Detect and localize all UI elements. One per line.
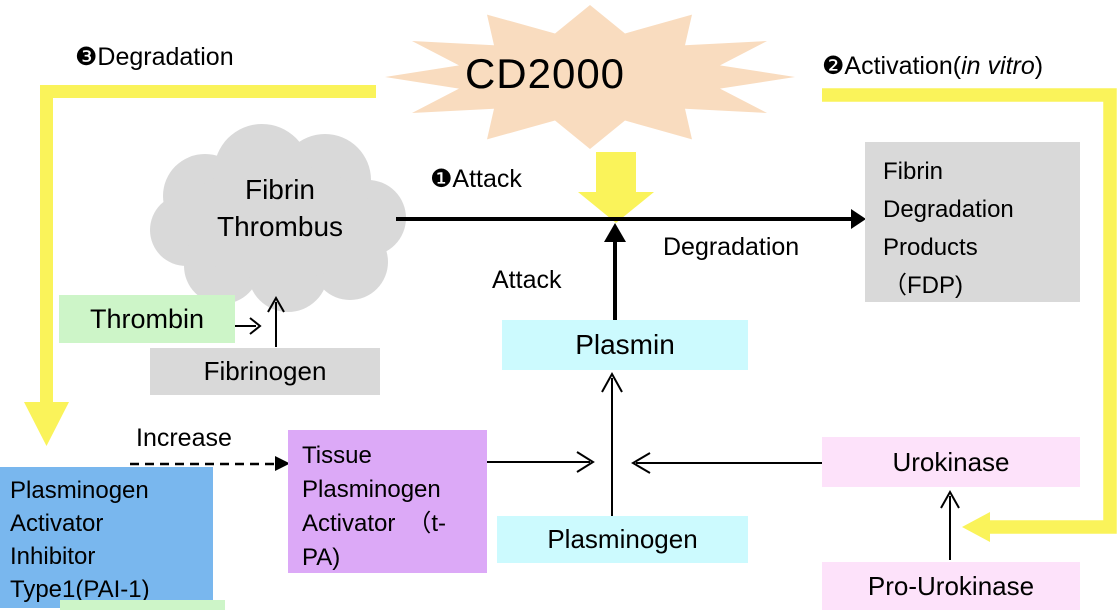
yellow-activation-arrow <box>822 88 1117 542</box>
thrombin-box: Thrombin <box>59 295 235 343</box>
thrombin-arrow <box>234 317 262 335</box>
plasmin-box: Plasmin <box>502 320 748 370</box>
degradation-main-arrow <box>396 209 866 229</box>
plasmin-attack-arrow <box>604 223 626 320</box>
fdp-line2: Degradation <box>883 196 1014 223</box>
step2-activation-label: ❷Activation(in vitro) <box>822 52 1043 81</box>
fibrin-thrombus-line1: Fibrin <box>244 174 315 205</box>
degradation-arrow-label: Degradation <box>663 233 800 261</box>
pai1-line2: Activator <box>10 510 104 537</box>
cd2000-label: CD2000 <box>464 50 626 97</box>
plasminogen-label: Plasminogen <box>547 524 698 554</box>
pai1-line1: Plasminogen <box>10 477 149 504</box>
fdp-line1: Fibrin <box>883 158 944 185</box>
pai1-line4: Type1(PAI-1) <box>10 576 150 603</box>
fibrinogen-to-thrombus-arrow <box>267 295 285 347</box>
pro-urokinase-label: Pro-Urokinase <box>867 570 1035 601</box>
fibrin-thrombus-label: Fibrin Thrombus <box>165 172 395 246</box>
urokinase-arrow <box>631 452 822 474</box>
fdp-line4: （FDP) <box>883 272 963 299</box>
pai1-box: Plasminogen Activator Inhibitor Type1(PA… <box>0 467 213 608</box>
yellow-attack-down-arrow <box>578 152 654 223</box>
step2-activation-prefix: ❷Activation( <box>822 52 962 80</box>
step2-activation-invitro: in vitro <box>961 52 1035 80</box>
fibrin-thrombus-cloud <box>150 124 406 312</box>
tpa-line4: PA) <box>302 544 341 571</box>
yellow-degradation-arrow <box>24 85 376 446</box>
plasminogen-to-plasmin-arrow <box>601 371 623 516</box>
urokinase-box: Urokinase <box>822 437 1080 487</box>
plasmin-label: Plasmin <box>575 329 675 360</box>
increase-label: Increase <box>136 424 232 452</box>
tpa-line3: Activator （t- <box>302 510 447 537</box>
fdp-line3: Products <box>883 234 978 261</box>
fibrinogen-label: Fibrinogen <box>203 356 327 386</box>
tpa-line2: Plasminogen <box>302 476 441 503</box>
cd2000-burst-shape <box>385 5 795 149</box>
pro-urokinase-arrow <box>940 489 960 560</box>
attack-mid-label: Attack <box>492 266 562 294</box>
bottom-green-strip <box>60 600 225 610</box>
pro-urokinase-box: Pro-Urokinase <box>822 562 1080 610</box>
tpa-line1: Tissue <box>302 442 372 469</box>
thrombin-label: Thrombin <box>89 303 205 334</box>
plasminogen-box: Plasminogen <box>497 516 748 563</box>
fdp-box: Fibrin Degradation Products （FDP) <box>865 142 1080 302</box>
fibrinogen-box: Fibrinogen <box>150 348 380 395</box>
pai1-line3: Inhibitor <box>10 543 96 570</box>
step2-activation-suffix: ) <box>1034 52 1044 80</box>
urokinase-label: Urokinase <box>892 446 1010 477</box>
fibrin-thrombus-line2: Thrombus <box>216 210 344 242</box>
tpa-arrow <box>487 451 595 473</box>
tpa-box: Tissue Plasminogen Activator （t- PA) <box>288 430 487 573</box>
step1-attack-label: ❶Attack <box>430 165 522 193</box>
step3-degradation-label: ❸Degradation <box>75 43 234 71</box>
